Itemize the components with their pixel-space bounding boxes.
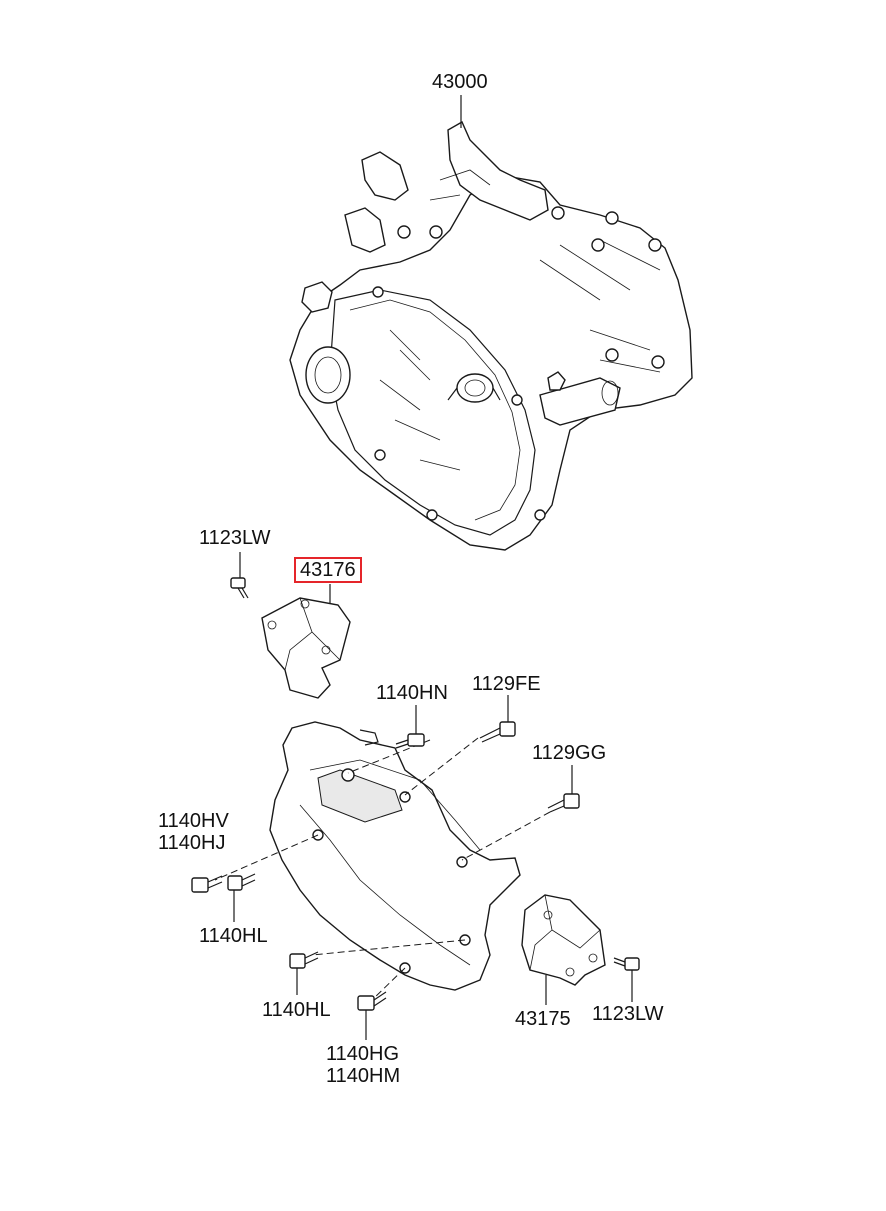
label-transaxle[interactable]: 43000 <box>432 71 488 93</box>
label-bolt-1140hv[interactable]: 1140HV <box>158 810 229 832</box>
bolt-icon <box>227 873 256 891</box>
label-bolt-1140hg[interactable]: 1140HG <box>326 1043 400 1065</box>
bolt-icon <box>547 793 580 813</box>
bolt-icon <box>613 957 640 971</box>
bolt-icon <box>230 577 249 599</box>
label-bolt-1123lw-lower[interactable]: 1123LW <box>592 1003 664 1025</box>
bracket-icon <box>261 597 351 699</box>
label-bolt-1140hl-upper[interactable]: 1140HL <box>199 925 268 947</box>
cover-plate-icon <box>269 721 521 991</box>
label-bolt-1129gg[interactable]: 1129GG <box>532 742 607 764</box>
bolt-icon <box>289 951 319 969</box>
label-bracket-43175[interactable]: 43175 <box>515 1008 571 1030</box>
bolt-icon <box>191 875 223 893</box>
label-bolt-1140hn[interactable]: 1140HN <box>376 682 448 704</box>
label-bolt-1140hj[interactable]: 1140HJ <box>158 832 226 854</box>
label-bolt-1140hl-lower[interactable]: 1140HL <box>262 999 331 1021</box>
label-bolt-1129fe[interactable]: 1129FE <box>472 673 541 695</box>
bolt-icon <box>357 991 387 1011</box>
bolt-icon <box>395 733 425 749</box>
label-bracket-43176-highlighted[interactable]: 43176 <box>294 557 362 583</box>
bracket-icon <box>521 894 606 986</box>
label-bolt-1123lw-upper[interactable]: 1123LW <box>199 527 271 549</box>
bolt-icon <box>479 721 516 743</box>
transaxle-assembly-icon <box>289 121 693 551</box>
label-bolt-1140hm[interactable]: 1140HM <box>326 1065 401 1087</box>
